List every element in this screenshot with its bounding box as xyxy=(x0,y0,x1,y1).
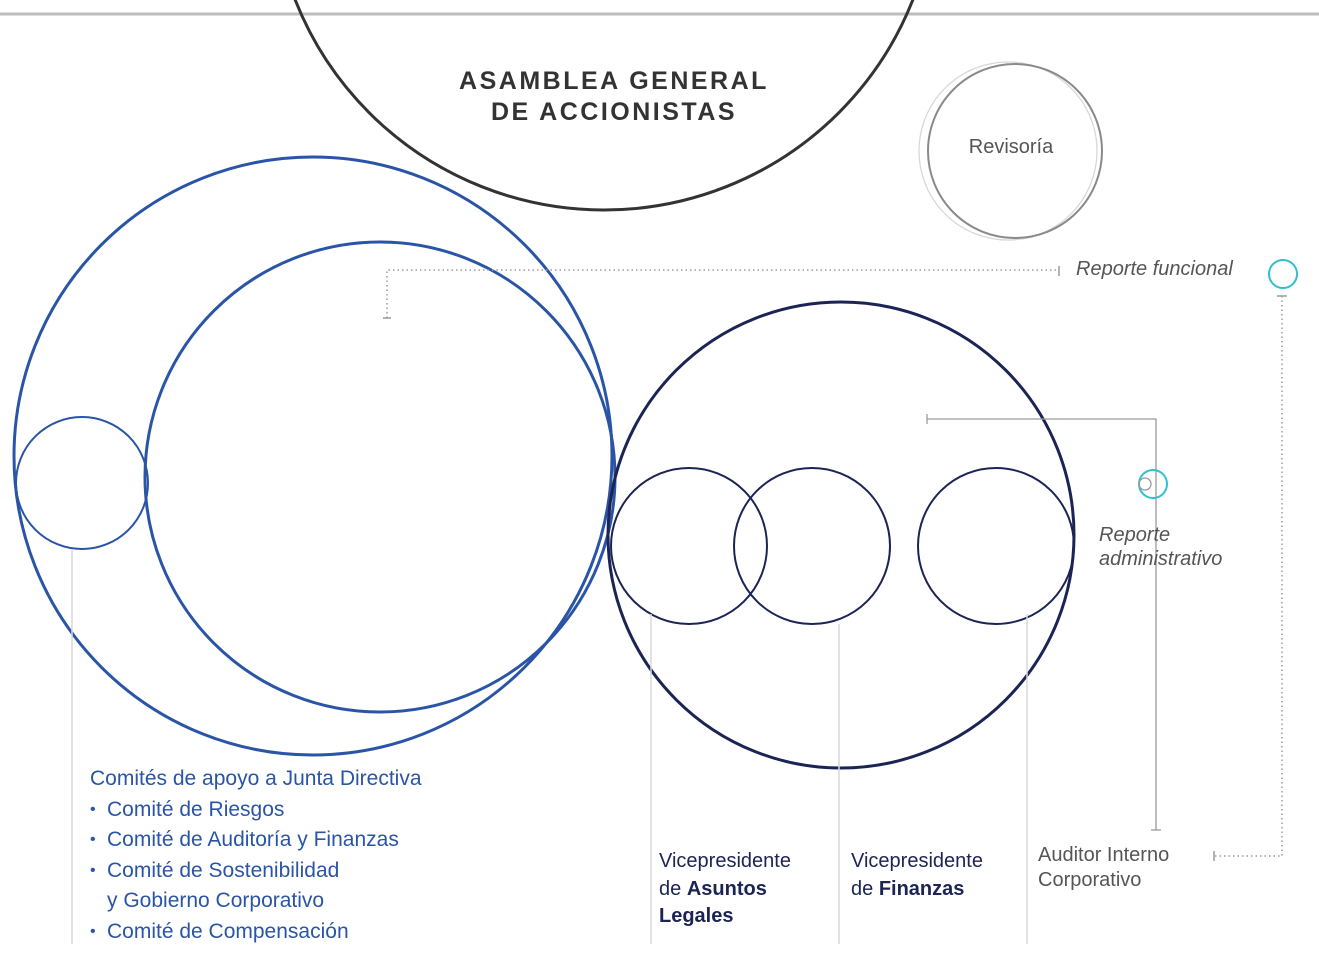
administrative-report-marker-icon xyxy=(1138,469,1168,499)
administrative-report-marker-inner-icon xyxy=(1138,477,1152,491)
administrative-report-label-line2: administrativo xyxy=(1099,548,1223,570)
revisoria-label: Revisoría xyxy=(968,136,1054,158)
auditor-label-line1: Auditor Interno xyxy=(1038,844,1170,866)
committees-circle xyxy=(15,416,149,550)
board-circle-outer xyxy=(12,155,614,757)
committee-item-compensacion: Comité de Compensación xyxy=(90,917,422,948)
administrative-report-label-line1: Reporte xyxy=(1099,524,1171,546)
vp-legal-label: Vicepresidente de Asuntos Legales xyxy=(659,848,834,931)
president-circle xyxy=(606,300,1076,770)
committees-list: Comité de Riesgos Comité de Auditoría y … xyxy=(90,795,422,948)
assembly-circle xyxy=(293,0,915,212)
revisoria-circle-outer xyxy=(918,61,1098,241)
vp-finance-label: Vicepresidente de Finanzas xyxy=(851,848,1026,903)
functional-report-line xyxy=(386,269,1059,318)
auditor-label: Auditor Interno Corporativo xyxy=(1038,843,1228,892)
board-circle-inner xyxy=(143,240,617,714)
vp-legal-prefix: Vicepresidente xyxy=(659,850,791,872)
functional-report-marker-icon xyxy=(1268,259,1298,289)
auditor-label-line2: Corporativo xyxy=(1038,868,1142,891)
committee-item-sostenibilidad: Comité de Sostenibilidad y Gobierno Corp… xyxy=(90,856,422,917)
administrative-report-line xyxy=(927,418,1157,830)
committees-block: Comités de apoyo a Junta Directiva Comit… xyxy=(90,764,422,947)
committees-heading: Comités de apoyo a Junta Directiva xyxy=(90,767,422,790)
administrative-report-label: Reporte administrativo xyxy=(1099,523,1222,571)
functional-report-label: Reporte funcional xyxy=(1076,258,1233,280)
assembly-title: ASAMBLEA GENERAL DE ACCIONISTAS xyxy=(430,66,798,128)
assembly-title-line2: DE ACCIONISTAS xyxy=(490,98,738,126)
functional-report-auditor-line xyxy=(1214,296,1283,857)
committee-item-auditoria: Comité de Auditoría y Finanzas xyxy=(90,825,422,856)
vp-finance-circle xyxy=(917,467,1075,625)
vp-legal-area: Asuntos Legales xyxy=(659,877,767,928)
vp-center-circle xyxy=(733,467,891,625)
vp-legal-circle xyxy=(610,467,768,625)
committee-item-riesgos: Comité de Riesgos xyxy=(90,795,422,826)
vp-finance-prefix: Vicepresidente xyxy=(851,850,983,872)
vp-legal-connector: de xyxy=(659,877,687,900)
vp-finance-connector: de xyxy=(851,877,879,900)
assembly-title-line1: ASAMBLEA GENERAL xyxy=(459,67,769,95)
revisoria-circle xyxy=(927,63,1103,239)
vp-finance-area: Finanzas xyxy=(878,877,965,900)
